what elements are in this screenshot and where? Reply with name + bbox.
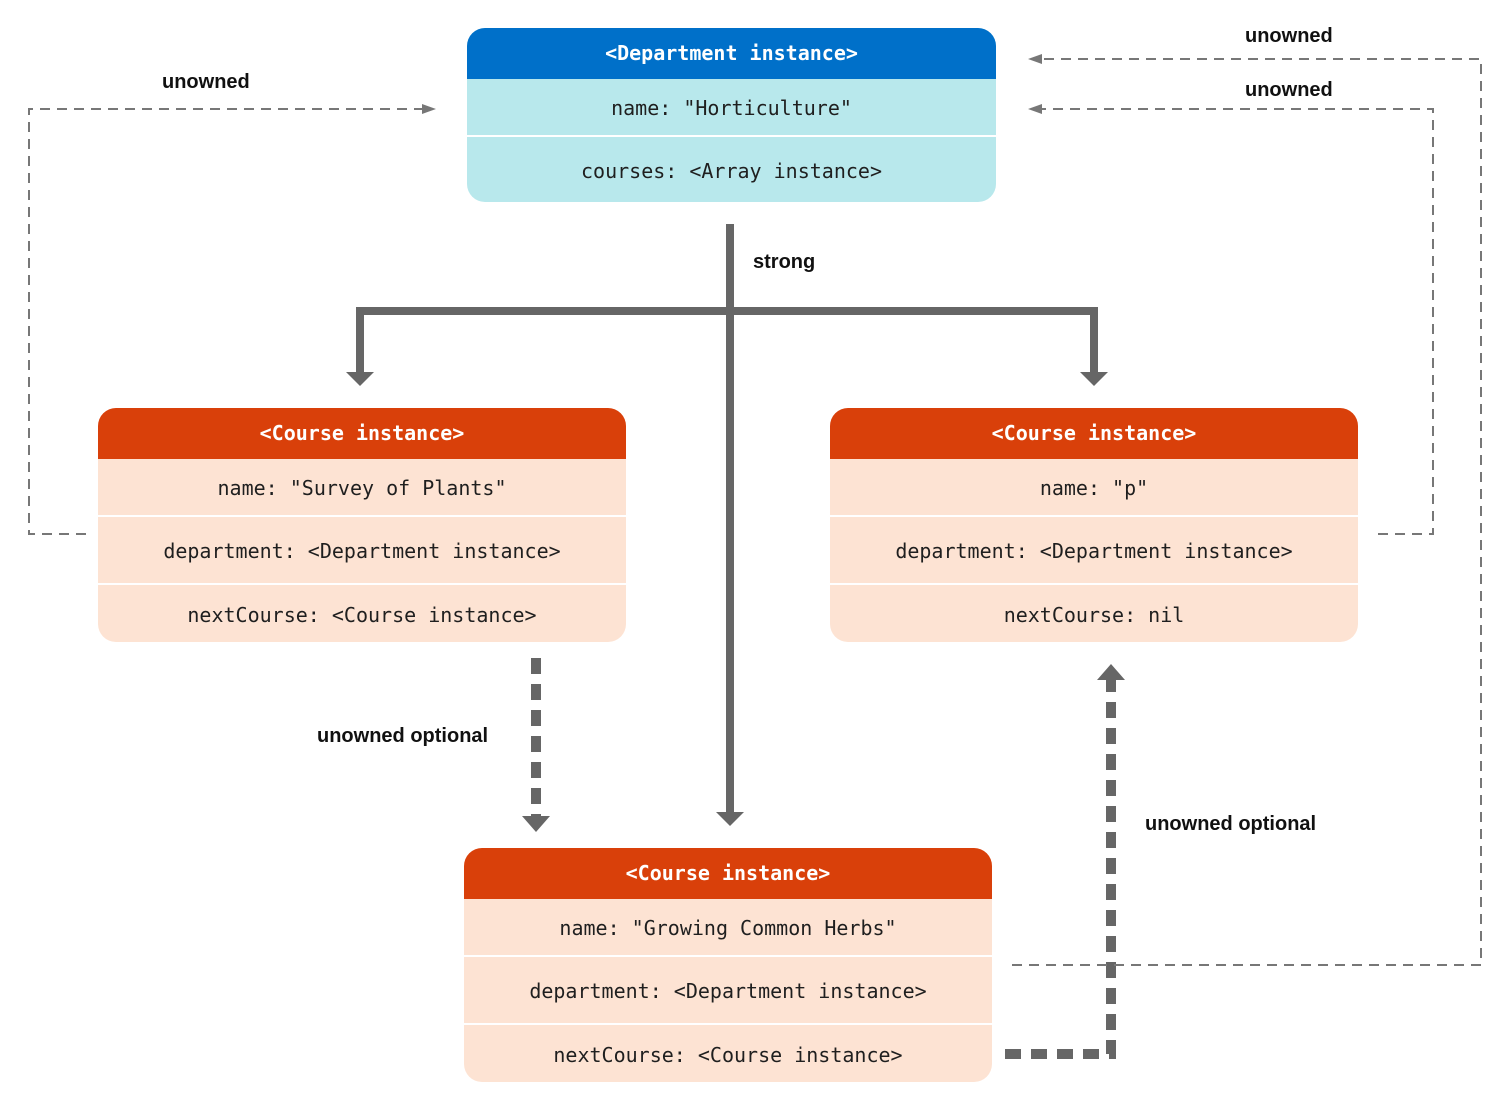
arrowhead-unowned-right-outer	[1028, 54, 1042, 64]
course-next-course-field: nextCourse: <Course instance>	[464, 1023, 992, 1082]
department-instance-box: <Department instance> name: "Horticultur…	[467, 28, 996, 202]
course-name-field: name: "Growing Common Herbs"	[559, 916, 897, 940]
arrowhead-optional-right	[1097, 664, 1125, 680]
department-name-field: name: "Horticulture"	[611, 96, 852, 120]
unowned-optional-connectors	[531, 658, 1116, 1059]
unowned-connectors	[28, 58, 1482, 966]
course-next-course-field: nextCourse: nil	[830, 583, 1358, 642]
arrowhead-unowned-left	[422, 104, 436, 114]
unowned-optional-right-label: unowned optional	[1145, 813, 1317, 835]
unowned-right-outer-line	[1012, 58, 1482, 966]
arrowhead-unowned-right-inner	[1028, 104, 1042, 114]
arrowhead-strong-right	[1080, 372, 1108, 386]
unowned-right-bottom-label: unowned	[1245, 79, 1333, 101]
arrowhead-optional-left	[522, 816, 550, 832]
course-instance-growing-common-herbs: <Course instance> name: "Growing Common …	[464, 848, 992, 1082]
unowned-optional-left-label: unowned optional	[317, 725, 489, 747]
arrowhead-strong-left	[346, 372, 374, 386]
course-name-field: name: "Survey of Plants"	[217, 476, 507, 500]
course-header: <Course instance>	[464, 848, 992, 899]
strong-arrowheads	[346, 372, 1108, 826]
unowned-optional-arrowheads	[522, 664, 1125, 832]
unowned-left-label: unowned	[162, 71, 250, 93]
unowned-optional-right-line	[1005, 680, 1116, 1059]
department-courses-field: courses: <Array instance>	[467, 135, 996, 202]
course-instance-survey-of-plants: <Course instance> name: "Survey of Plant…	[98, 408, 626, 642]
unowned-right-top-label: unowned	[1245, 25, 1333, 47]
department-header: <Department instance>	[467, 28, 996, 79]
strong-connectors	[356, 224, 1098, 812]
course-department-field: department: <Department instance>	[830, 515, 1358, 583]
course-header: <Course instance>	[830, 408, 1358, 459]
strong-label: strong	[753, 251, 816, 273]
course-header: <Course instance>	[98, 408, 626, 459]
course-department-field: department: <Department instance>	[98, 515, 626, 583]
arrowhead-strong-center	[716, 812, 744, 826]
unowned-arrowheads	[422, 54, 1042, 114]
course-next-course-field: nextCourse: <Course instance>	[98, 583, 626, 642]
course-name-field: name: "p"	[1039, 476, 1149, 500]
course-instance-p: <Course instance> name: "p" department: …	[830, 408, 1358, 642]
course-department-field: department: <Department instance>	[464, 955, 992, 1023]
